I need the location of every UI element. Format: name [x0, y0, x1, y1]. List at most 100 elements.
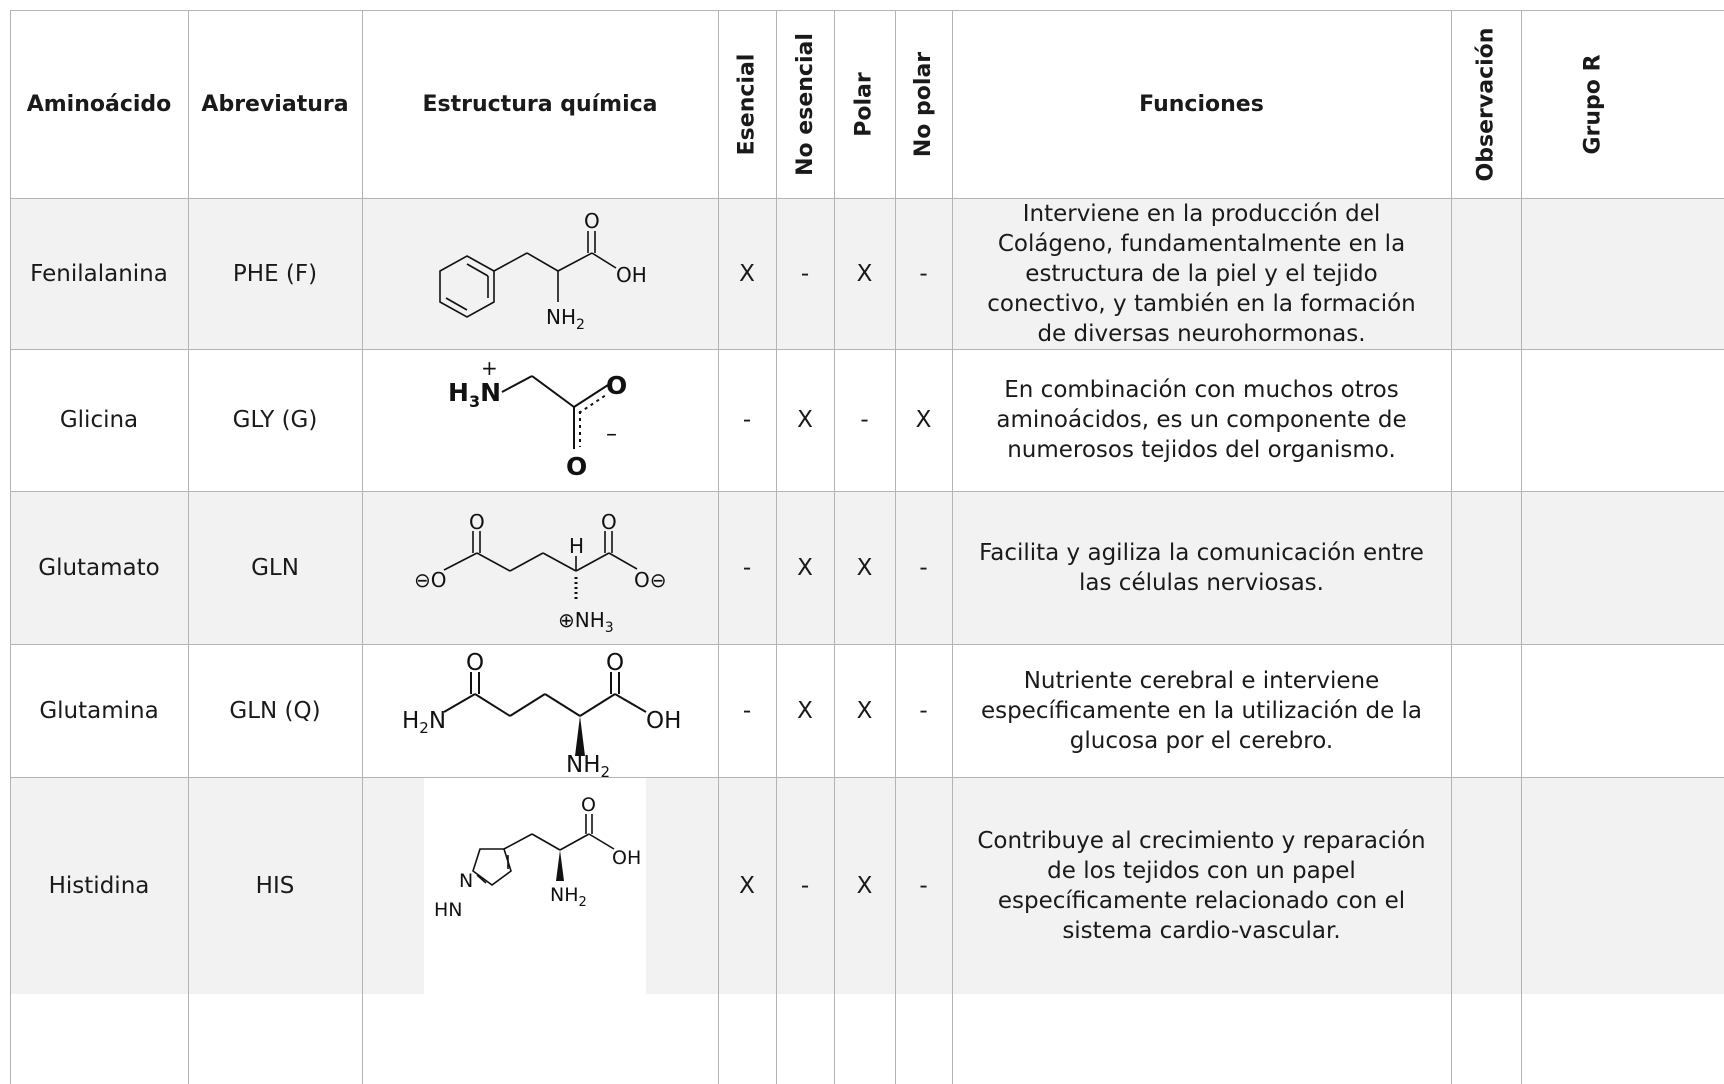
his-o-label: O	[581, 794, 596, 816]
row-2-funciones: En combinación con muchos otros aminoáci…	[996, 377, 1407, 463]
header-no-polar: No polar	[895, 10, 952, 198]
gly-plus-label: +	[481, 356, 498, 380]
header-no-esencial: No esencial	[776, 10, 834, 198]
grid-line	[718, 10, 719, 1084]
grid-line	[1521, 10, 1522, 1084]
glu-h-label: H	[569, 534, 584, 558]
grid-line	[188, 10, 189, 1084]
header-no-esencial-label: No esencial	[792, 32, 818, 176]
grid-line	[10, 10, 1724, 11]
row-1-polar: X	[856, 260, 873, 287]
row-5-esencial: X	[739, 872, 755, 899]
gln-o1-label: O	[466, 650, 484, 676]
grid-line	[776, 10, 777, 1084]
row-5-funciones: Contribuye al crecimiento y reparación d…	[977, 827, 1426, 944]
row-4-funciones: Nutriente cerebral e interviene específi…	[980, 667, 1423, 754]
row-5-name: Histidina	[48, 872, 150, 899]
row-5-polar: X	[856, 872, 873, 899]
grid-line	[834, 10, 835, 1084]
row-4-observacion	[1451, 644, 1521, 777]
header-abreviatura: Abreviatura	[201, 91, 349, 117]
grid-line	[10, 777, 1724, 778]
header-esencial: Esencial	[718, 10, 776, 198]
glu-nh3-label: ⊕NH3	[558, 608, 614, 636]
row-5-no-esencial: -	[800, 872, 810, 899]
row-3-esencial: -	[742, 554, 752, 581]
header-polar: Polar	[834, 10, 895, 198]
his-wedge	[556, 850, 564, 881]
header-polar-label: Polar	[852, 71, 878, 137]
phe-oh-label: OH	[616, 263, 647, 287]
row-4-name: Glutamina	[39, 697, 159, 724]
fenilalanina-structure: O OH NH2	[439, 209, 647, 333]
row-2-abbr: GLY (G)	[232, 407, 318, 433]
row-1-funciones: Interviene en la producción del Colágeno…	[987, 200, 1416, 347]
gly-o2-label: O	[566, 452, 587, 481]
glu-om1-label: ⊖O	[414, 568, 447, 592]
grid-line	[1451, 10, 1452, 1084]
row-2-grupo-r	[1521, 349, 1724, 491]
row-2-name: Glicina	[59, 407, 139, 433]
row-background	[10, 491, 1724, 644]
row-1-esencial: X	[739, 260, 755, 287]
row-5-no-polar: -	[919, 872, 928, 899]
grid-line	[10, 198, 1724, 199]
row-1-abbr: PHE (F)	[232, 260, 318, 287]
row-3-no-polar: -	[919, 554, 928, 581]
grid-line	[362, 10, 363, 1084]
row-3-abbr: GLN	[251, 554, 299, 581]
row-2-no-polar: X	[915, 407, 932, 433]
row-4-no-polar: -	[919, 697, 928, 724]
row-2-no-esencial: X	[797, 407, 813, 433]
grid-line	[10, 491, 1724, 492]
glutamina-structure: O O H2N OH NH2	[402, 650, 681, 777]
row-background	[10, 198, 1724, 349]
row-3-grupo-r	[1521, 491, 1724, 644]
header-observacion: Observación	[1451, 10, 1521, 198]
row-2-esencial: -	[742, 407, 752, 433]
row-4-polar: X	[856, 697, 873, 724]
phe-o-label: O	[584, 209, 600, 233]
his-oh-label: OH	[612, 847, 641, 869]
header-aminoacido: Aminoácido	[26, 91, 172, 117]
gly-o1-label: O	[606, 371, 627, 400]
header-grupo-r: Grupo R	[1521, 10, 1724, 198]
glu-o1-label: O	[469, 510, 485, 534]
gly-minus-label: –	[606, 422, 617, 447]
grid-line	[10, 644, 1724, 645]
grid-line	[10, 349, 1724, 350]
header-grupo-r-label: Grupo R	[1580, 53, 1606, 155]
glutamato-structure: O O H ⊖O O⊖ ⊕NH3	[414, 510, 667, 636]
row-4-no-esencial: X	[797, 697, 813, 724]
glu-o2-label: O	[601, 510, 617, 534]
header-esencial-label: Esencial	[734, 53, 760, 155]
row-background	[646, 777, 1724, 994]
grid-line	[895, 10, 896, 1084]
row-2-observacion	[1451, 349, 1521, 491]
row-5-abbr: HIS	[255, 872, 295, 899]
row-3-name: Glutamato	[38, 554, 160, 581]
his-n-label: N	[459, 870, 473, 892]
grid-line	[10, 10, 11, 1084]
row-3-polar: X	[856, 554, 873, 581]
phe-nh-label: NH2	[546, 305, 585, 333]
row-4-grupo-r	[1521, 644, 1724, 777]
grid-line	[952, 10, 953, 1084]
header-estructura: Estructura química	[422, 91, 658, 117]
row-5-grupo-r	[1521, 777, 1724, 994]
row-1-no-esencial: -	[800, 260, 810, 287]
his-nh-label: NH2	[550, 884, 587, 910]
gly-h3n-label: H3N	[448, 378, 501, 411]
header-funciones: Funciones	[1139, 91, 1264, 117]
row-3-no-esencial: X	[797, 554, 813, 581]
histidina-structure: O OH N HN NH2	[434, 794, 641, 921]
gln-nh-label: NH2	[566, 752, 610, 777]
row-1-name: Fenilalanina	[30, 260, 168, 287]
gln-wedge	[575, 716, 585, 756]
row-1-grupo-r	[1521, 198, 1724, 349]
row-background	[10, 777, 424, 994]
glicina-structure: H3N + O O –	[448, 356, 627, 481]
gln-oh-label: OH	[646, 708, 681, 734]
row-3-observacion	[1451, 491, 1521, 644]
histidina-structure-box	[434, 777, 646, 994]
